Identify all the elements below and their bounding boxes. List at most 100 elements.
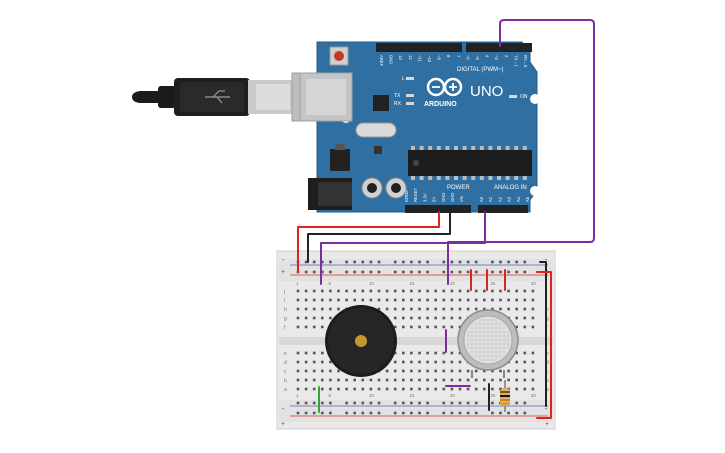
terminal-hole bbox=[353, 289, 356, 293]
rail-hole bbox=[466, 270, 470, 274]
terminal-hole bbox=[393, 316, 397, 320]
led-rx-label: RX bbox=[394, 101, 402, 107]
terminal-hole bbox=[410, 298, 413, 302]
rail-hole bbox=[499, 270, 502, 274]
terminal-hole bbox=[523, 387, 527, 391]
terminal-hole bbox=[329, 369, 332, 373]
terminal-hole bbox=[329, 378, 332, 382]
terminal-hole bbox=[321, 307, 324, 311]
rail-hole bbox=[418, 401, 421, 405]
rail-hole bbox=[361, 260, 365, 264]
column-number: 1 bbox=[296, 393, 299, 398]
rail-hole bbox=[361, 401, 365, 405]
pin-label: AREF bbox=[379, 55, 384, 67]
terminal-hole bbox=[321, 360, 324, 364]
terminal-hole bbox=[531, 307, 535, 311]
rail-hole bbox=[329, 411, 332, 415]
row-letter: a bbox=[284, 387, 287, 393]
pin-label: TX→1 bbox=[513, 55, 518, 68]
rail-hole bbox=[410, 401, 413, 405]
rail-hole bbox=[304, 270, 308, 274]
terminal-hole bbox=[474, 369, 478, 373]
rail-hole bbox=[345, 411, 348, 415]
rail-hole bbox=[426, 401, 429, 405]
piezo-buzzer bbox=[325, 305, 397, 377]
rail-hole bbox=[312, 260, 316, 264]
terminal-hole bbox=[402, 298, 405, 302]
voltage-regulator bbox=[330, 149, 350, 171]
terminal-hole bbox=[402, 289, 405, 293]
terminal-hole bbox=[353, 378, 356, 382]
terminal-hole bbox=[531, 351, 535, 355]
rail-hole bbox=[507, 411, 510, 415]
model-label: UNO bbox=[470, 83, 503, 100]
terminal-hole bbox=[458, 351, 462, 355]
terminal-hole bbox=[385, 387, 389, 391]
rail-hole bbox=[491, 260, 494, 264]
terminal-hole bbox=[507, 298, 510, 302]
terminal-hole bbox=[499, 378, 502, 382]
rail-hole bbox=[377, 411, 381, 415]
terminal-hole bbox=[426, 289, 429, 293]
terminal-hole bbox=[491, 369, 494, 373]
rail-hole bbox=[369, 411, 373, 415]
terminal-hole bbox=[304, 307, 308, 311]
rail-hole bbox=[458, 411, 462, 415]
rail-hole bbox=[426, 411, 429, 415]
terminal-hole bbox=[458, 378, 462, 382]
pin-label: ~3 bbox=[494, 55, 499, 60]
terminal-hole bbox=[442, 316, 446, 320]
chip-pin bbox=[445, 146, 450, 150]
terminal-hole bbox=[507, 289, 510, 293]
terminal-hole bbox=[377, 298, 381, 302]
terminal-hole bbox=[402, 369, 405, 373]
terminal-hole bbox=[304, 378, 308, 382]
terminal-hole bbox=[296, 298, 300, 302]
pin-label: GND bbox=[450, 193, 455, 202]
column-number: 10 bbox=[369, 281, 375, 286]
terminal-hole bbox=[304, 298, 308, 302]
terminal-hole bbox=[321, 387, 324, 391]
rail-hole bbox=[458, 270, 462, 274]
chip-pin bbox=[479, 146, 484, 150]
terminal-hole bbox=[434, 298, 437, 302]
wire-5v-red bbox=[297, 211, 440, 273]
terminal-hole bbox=[491, 387, 494, 391]
chip-pin bbox=[505, 146, 510, 150]
rail-hole bbox=[312, 411, 316, 415]
terminal-hole bbox=[523, 369, 527, 373]
terminal-hole bbox=[450, 316, 454, 320]
rail-hole bbox=[377, 260, 381, 264]
terminal-hole bbox=[442, 369, 446, 373]
rail-hole bbox=[402, 411, 405, 415]
chip-pin bbox=[522, 146, 527, 150]
terminal-hole bbox=[296, 316, 300, 320]
rail-hole bbox=[329, 270, 332, 274]
terminal-hole bbox=[426, 387, 429, 391]
terminal-hole bbox=[531, 298, 535, 302]
pin-label: A4 bbox=[516, 196, 521, 202]
rail-hole bbox=[491, 401, 494, 405]
chip-pin bbox=[479, 176, 484, 180]
rail-hole bbox=[393, 401, 397, 405]
terminal-hole bbox=[345, 387, 348, 391]
pin-label: IOREF bbox=[404, 189, 409, 202]
terminal-hole bbox=[321, 369, 324, 373]
chip-pin bbox=[428, 176, 433, 180]
terminal-hole bbox=[507, 378, 510, 382]
rail-hole bbox=[393, 411, 397, 415]
terminal-hole bbox=[531, 378, 535, 382]
rail-hole bbox=[418, 270, 421, 274]
chip-pin bbox=[522, 176, 527, 180]
terminal-hole bbox=[442, 351, 446, 355]
terminal-hole bbox=[296, 289, 300, 293]
rail-hole bbox=[377, 270, 381, 274]
power-label: POWER bbox=[447, 185, 470, 191]
terminal-hole bbox=[410, 387, 413, 391]
terminal-hole bbox=[434, 387, 437, 391]
terminal-hole bbox=[515, 298, 518, 302]
rail-hole bbox=[369, 260, 373, 264]
terminal-hole bbox=[418, 378, 421, 382]
